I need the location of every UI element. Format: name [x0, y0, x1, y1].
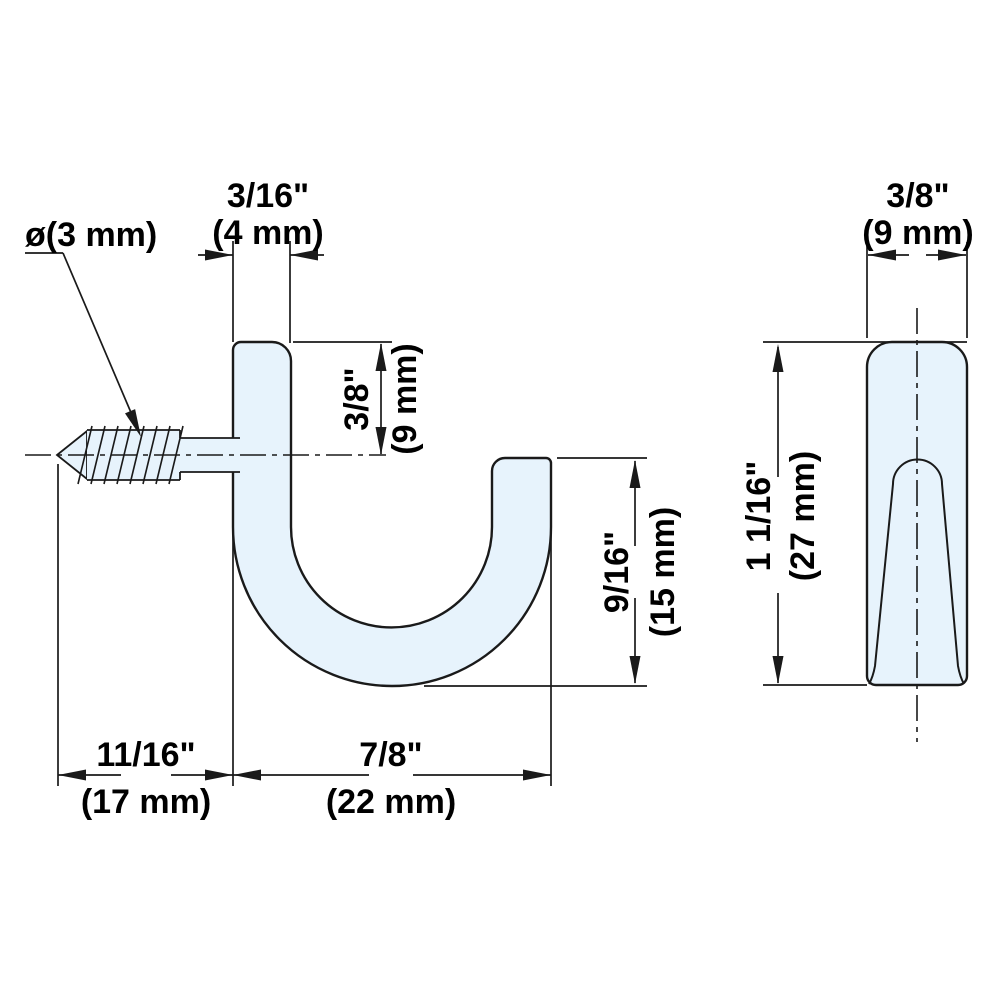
side-dim-height-mm: (27 mm): [784, 451, 822, 581]
dim-screw-length-inch: 11/16": [96, 736, 195, 774]
dim-top-to-axis-inch: 3/8": [338, 367, 376, 430]
dim-opening-depth-mm: (15 mm): [644, 507, 682, 637]
dim-hook-width-inch: 7/8": [359, 736, 422, 774]
dim-opening-depth-inch: 9/16": [598, 531, 636, 613]
screw-diameter-label: ø(3 mm): [25, 216, 157, 254]
dim-top-to-axis-mm: (9 mm): [386, 343, 424, 454]
dim-hook-thickness-inch: 3/16": [227, 177, 309, 215]
dim-screw-length-mm: (17 mm): [81, 783, 211, 821]
screw-body-edges: [87, 429, 240, 481]
side-dim-width-mm: (9 mm): [862, 214, 973, 252]
hook-front-outline: [231, 340, 553, 688]
side-dim-height-inch: 1 1/16": [740, 461, 778, 572]
side-dim-width-inch: 3/8": [886, 177, 949, 215]
dim-hook-thickness-mm: (4 mm): [212, 214, 323, 252]
side-extension-lines: [763, 242, 968, 686]
dim-hook-width-mm: (22 mm): [326, 783, 456, 821]
front-extension-lines: [57, 241, 647, 786]
front-arrowheads: [58, 249, 641, 781]
leader-arrowhead: [124, 409, 141, 437]
side-arrowheads: [772, 249, 966, 684]
